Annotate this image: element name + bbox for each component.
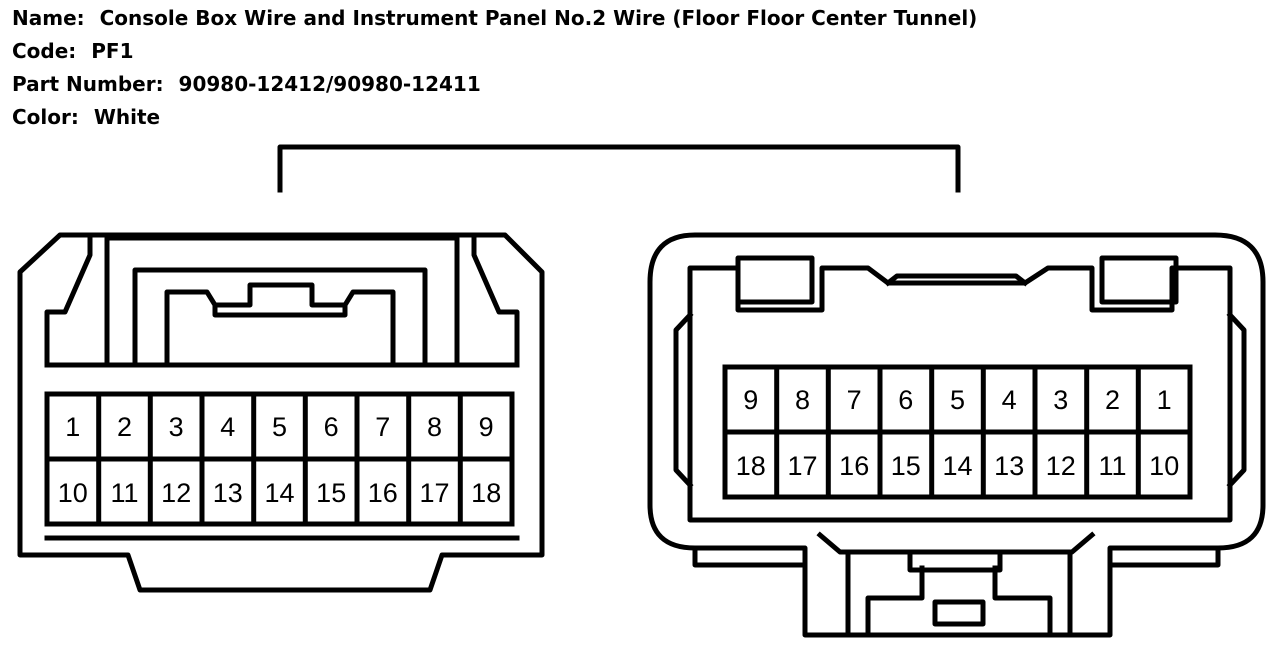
right-pin-label: 7 — [847, 385, 862, 415]
right-pin-label: 13 — [994, 451, 1024, 481]
left-pin-label: 3 — [169, 412, 184, 442]
pairing-bracket — [277, 144, 961, 193]
right-pin-label: 2 — [1105, 385, 1120, 415]
left-pin-label: 7 — [375, 412, 390, 442]
part-number-label: Part Number: — [12, 72, 164, 96]
left-pin-grid: 1 2 3 4 5 6 7 8 9 10 11 12 13 14 15 16 1… — [44, 391, 515, 527]
right-pin-label: 11 — [1098, 451, 1126, 481]
left-connector-housing — [17, 232, 545, 593]
color-row: Color: White — [12, 101, 977, 134]
left-pin-label: 15 — [316, 478, 346, 508]
part-number-value: 90980-12412/90980-12411 — [178, 72, 481, 96]
code-label: Code: — [12, 39, 77, 63]
right-pin-label: 9 — [743, 385, 758, 415]
right-pin-label: 16 — [839, 451, 869, 481]
left-pin-label: 11 — [110, 478, 138, 508]
left-pin-label: 2 — [117, 412, 132, 442]
left-pin-label: 16 — [368, 478, 398, 508]
right-pin-label: 10 — [1149, 451, 1179, 481]
code-row: Code: PF1 — [12, 35, 977, 68]
left-pin-label: 18 — [471, 478, 501, 508]
right-pin-label: 12 — [1046, 451, 1076, 481]
right-pin-label: 4 — [1002, 385, 1017, 415]
left-pin-label: 8 — [427, 412, 442, 442]
right-pin-label: 5 — [950, 385, 965, 415]
right-pin-label: 15 — [891, 451, 921, 481]
left-pin-label: 4 — [220, 412, 235, 442]
left-pin-label: 9 — [479, 412, 494, 442]
name-label: Name: — [12, 6, 85, 30]
right-connector-housing — [647, 232, 1266, 638]
left-pin-label: 13 — [213, 478, 243, 508]
name-row: Name: Console Box Wire and Instrument Pa… — [12, 2, 977, 35]
right-pin-label: 14 — [942, 451, 972, 481]
code-value: PF1 — [91, 39, 134, 63]
left-pin-label: 6 — [324, 412, 339, 442]
left-pin-label: 5 — [272, 412, 287, 442]
left-pin-label: 10 — [58, 478, 88, 508]
part-number-row: Part Number: 90980-12412/90980-12411 — [12, 68, 977, 101]
right-pin-grid: 9 8 7 6 5 4 3 2 1 18 17 16 15 14 13 12 1… — [722, 364, 1193, 500]
right-pin-label: 6 — [898, 385, 913, 415]
right-pin-label: 17 — [787, 451, 817, 481]
color-label: Color: — [12, 105, 79, 129]
left-pin-label: 14 — [264, 478, 294, 508]
name-value: Console Box Wire and Instrument Panel No… — [99, 6, 978, 30]
right-pin-label: 18 — [736, 451, 766, 481]
color-value: White — [93, 105, 161, 129]
connector-info-header: Name: Console Box Wire and Instrument Pa… — [12, 2, 977, 134]
left-pin-label: 1 — [65, 412, 80, 442]
right-pin-label: 3 — [1053, 385, 1068, 415]
left-pin-label: 12 — [161, 478, 191, 508]
right-pin-label: 1 — [1157, 385, 1172, 415]
right-pin-label: 8 — [795, 385, 810, 415]
left-pin-label: 17 — [419, 478, 449, 508]
